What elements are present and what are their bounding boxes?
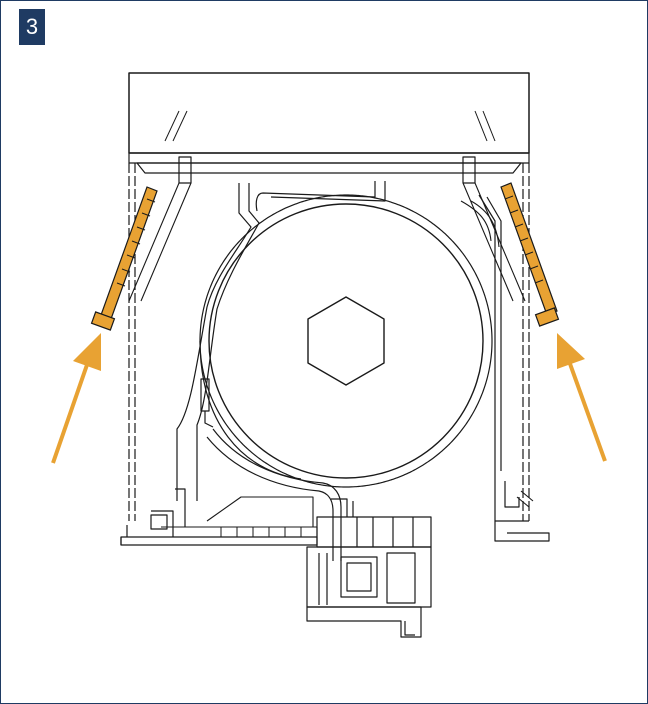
shutter-curtain xyxy=(212,428,342,561)
top-mounting-rail xyxy=(128,152,530,164)
hexagon-icon xyxy=(307,296,385,386)
window-frame-profile xyxy=(306,498,432,638)
guide-channel xyxy=(176,183,260,501)
screw-icon-left xyxy=(90,186,158,331)
right-side-wall xyxy=(522,163,530,521)
arrow-icon-left xyxy=(51,333,101,464)
left-side-wall xyxy=(128,163,136,521)
screw-icon-right xyxy=(500,182,560,327)
bottom-plate xyxy=(120,536,318,546)
left-inner-wall xyxy=(128,182,192,302)
lintel-hatch-left xyxy=(164,110,188,142)
roller-drum xyxy=(208,203,484,479)
lintel-block xyxy=(128,72,530,154)
step-number-badge: 3 xyxy=(19,9,45,45)
bottom-plate-ribs xyxy=(220,527,302,537)
right-bottom-bracket xyxy=(494,471,529,522)
arrow-icon-right xyxy=(557,333,607,462)
lintel-hatch-right xyxy=(474,110,496,142)
